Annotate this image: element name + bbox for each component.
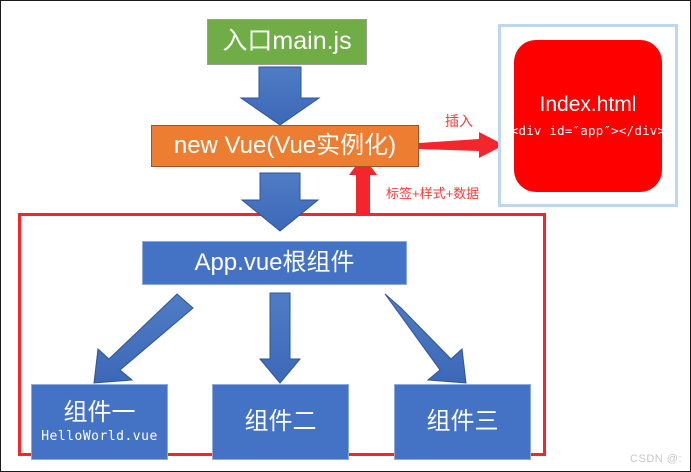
node-component-one-file: HelloWorld.vue <box>41 429 158 445</box>
node-entry-label: 入口main.js <box>222 27 352 56</box>
node-component-one[interactable]: 组件一 HelloWorld.vue <box>31 384 168 460</box>
node-new-vue-label: new Vue(Vue实例化) <box>173 131 397 159</box>
node-new-vue[interactable]: new Vue(Vue实例化) <box>151 125 419 167</box>
node-component-three-label: 组件三 <box>426 407 499 435</box>
node-component-two[interactable]: 组件二 <box>212 384 349 460</box>
node-component-three[interactable]: 组件三 <box>394 384 531 460</box>
node-app-root-label: App.vue根组件 <box>194 248 355 276</box>
index-html-card: Index.html <div id=″app″></div> <box>511 39 665 192</box>
label-insert: 插入 <box>445 113 473 129</box>
arrow-entry-to-newvue <box>239 66 321 126</box>
node-component-one-label: 组件一 <box>63 398 136 426</box>
arrow-insert-to-index <box>419 132 504 158</box>
csdn-watermark: CSDN @: <box>630 453 682 465</box>
index-html-title: Index.html <box>539 93 637 116</box>
node-entry-mainjs[interactable]: 入口main.js <box>207 19 367 65</box>
label-tags-styles-data: 标签+样式+数据 <box>386 186 480 201</box>
node-app-root[interactable]: App.vue根组件 <box>142 241 407 285</box>
node-component-two-label: 组件二 <box>244 407 317 435</box>
index-html-code-snippet: <div id=″app″></div> <box>510 123 666 138</box>
index-html-panel[interactable]: Index.html <div id=″app″></div> <box>498 24 678 207</box>
